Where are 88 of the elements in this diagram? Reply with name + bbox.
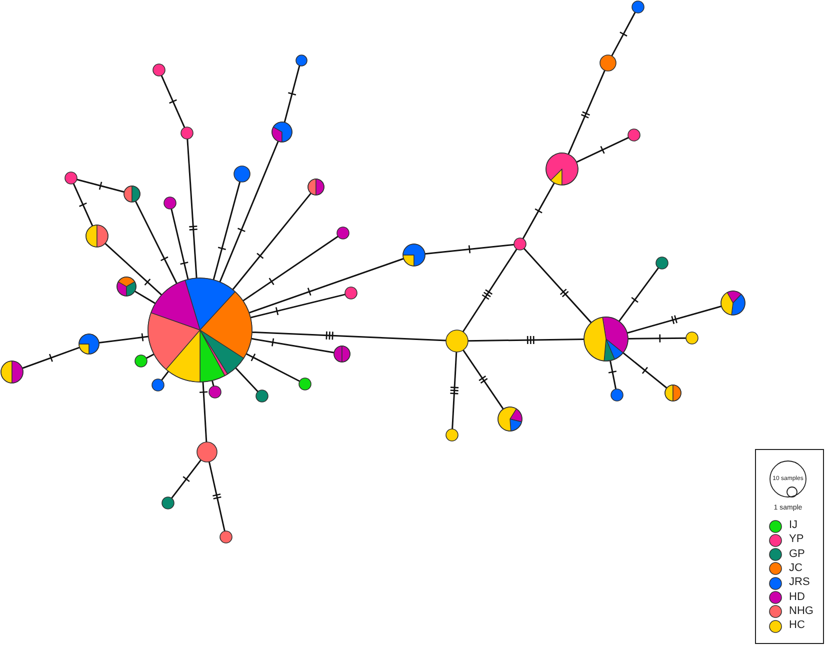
legend-label: JC bbox=[789, 562, 802, 574]
haplotype-circle bbox=[627, 128, 641, 142]
haplotype-pie bbox=[664, 384, 682, 402]
haplotype-pie bbox=[85, 224, 109, 248]
connector-line bbox=[134, 200, 178, 284]
haplotype-circle bbox=[599, 54, 617, 72]
connector-line bbox=[424, 244, 514, 255]
connector-line bbox=[452, 352, 458, 430]
connector-line bbox=[212, 182, 241, 280]
haplotype-circle bbox=[196, 441, 218, 463]
haplotype-circle bbox=[163, 196, 177, 210]
haplotype-pie bbox=[116, 276, 136, 296]
legend-label: YP bbox=[789, 534, 804, 546]
haplotype-pie bbox=[333, 345, 351, 363]
connector-line bbox=[523, 248, 592, 324]
connector-line bbox=[628, 337, 686, 340]
haplotype-pie bbox=[0, 360, 24, 384]
connector-line bbox=[610, 360, 617, 390]
haplotype-circle bbox=[152, 63, 166, 77]
connector-line bbox=[104, 242, 162, 296]
legend-label: IJ bbox=[789, 520, 798, 531]
legend-label: HC bbox=[789, 620, 805, 632]
haplotype-pie bbox=[497, 406, 523, 432]
connector-line bbox=[161, 370, 170, 381]
haplotype-pie bbox=[545, 152, 579, 186]
haplotype-circle bbox=[344, 286, 358, 300]
haplotype-circle bbox=[685, 331, 699, 345]
haplotype-circle bbox=[513, 237, 527, 251]
legend-label: NHG bbox=[789, 606, 814, 617]
haplotype-circle bbox=[233, 165, 251, 183]
connector-line bbox=[626, 306, 722, 334]
connector-line bbox=[219, 140, 279, 282]
haplotype-circle bbox=[134, 354, 148, 368]
connector-line bbox=[208, 462, 226, 532]
haplotype-pie bbox=[78, 333, 100, 355]
haplotype-pie bbox=[123, 185, 141, 203]
haplotype-pie bbox=[583, 316, 629, 362]
haplotype-circle bbox=[610, 388, 624, 402]
haplotype-circle bbox=[219, 530, 233, 544]
connector-line bbox=[618, 267, 660, 322]
connector-line bbox=[235, 367, 258, 392]
haplotype-pie bbox=[402, 243, 426, 267]
legend-label: JRS bbox=[789, 577, 810, 588]
connector-line bbox=[22, 346, 80, 369]
connector-line bbox=[170, 208, 189, 280]
haplotype-circle bbox=[445, 428, 459, 442]
connector-line bbox=[522, 182, 555, 240]
haplotype-pie bbox=[307, 178, 325, 196]
connector-line bbox=[202, 382, 208, 442]
connector-line bbox=[252, 331, 446, 342]
legend-label: HD bbox=[789, 592, 805, 602]
connector-line bbox=[576, 136, 629, 163]
haplotype-pie bbox=[720, 290, 746, 316]
connector-line bbox=[611, 12, 636, 56]
connector-line bbox=[568, 70, 606, 155]
haplotype-circle bbox=[631, 0, 645, 14]
connector-line bbox=[284, 65, 300, 123]
connector-line bbox=[462, 248, 518, 332]
connector-line bbox=[246, 353, 300, 382]
haplotype-circle bbox=[180, 126, 194, 140]
connector-line bbox=[186, 138, 198, 278]
connector-line bbox=[250, 294, 346, 318]
haplotype-circle bbox=[445, 329, 469, 353]
connector-line bbox=[171, 459, 202, 499]
haplotype-circle bbox=[208, 385, 222, 399]
haplotype-pie bbox=[147, 277, 253, 383]
connector-line bbox=[462, 350, 504, 410]
haplotype-circle bbox=[255, 389, 269, 403]
connector-line bbox=[242, 236, 338, 302]
haplotype-circle bbox=[294, 54, 308, 66]
connector-line bbox=[232, 192, 312, 290]
haplotype-circle bbox=[336, 226, 350, 240]
connector-line bbox=[134, 290, 156, 304]
haplotype-circle bbox=[655, 256, 669, 270]
haplotype-pie bbox=[271, 121, 293, 143]
connector-line bbox=[76, 178, 124, 193]
haplotype-circle bbox=[298, 377, 312, 391]
connector-line bbox=[160, 75, 186, 128]
connector-line bbox=[248, 258, 404, 314]
haplotype-circle bbox=[64, 171, 78, 185]
connector-line bbox=[72, 183, 94, 226]
connector-line bbox=[251, 338, 334, 354]
haplotype-circle bbox=[151, 378, 165, 392]
connector-line bbox=[468, 338, 584, 342]
haplotype-circle bbox=[161, 496, 175, 510]
connector-line bbox=[622, 352, 668, 389]
connector-line bbox=[98, 336, 148, 344]
legend-label: GP bbox=[789, 548, 805, 560]
